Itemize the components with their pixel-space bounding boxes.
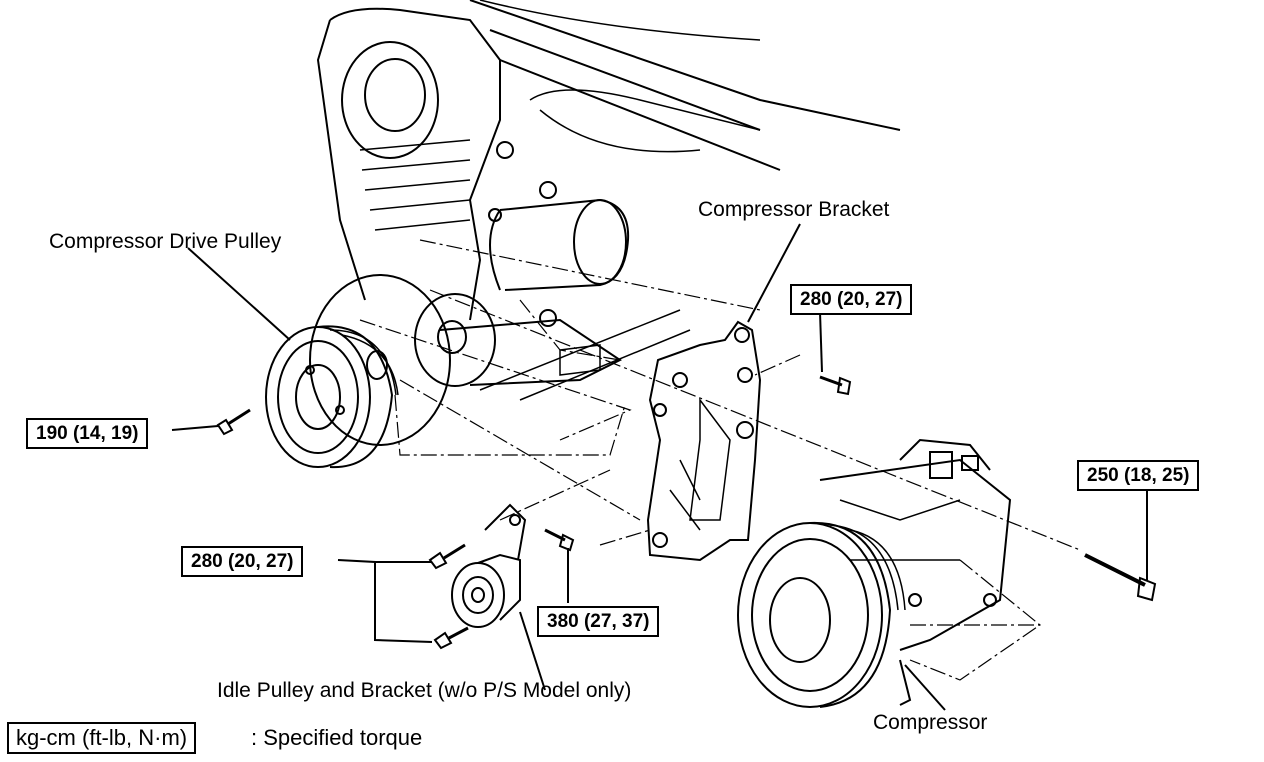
idle-pulley [451, 503, 527, 628]
drive-pulley-label: Compressor Drive Pulley [49, 230, 282, 253]
leader-lines [171, 223, 1148, 711]
torque-compressor-bolt: 250 (18, 25) [1077, 460, 1200, 491]
compressor-bracket [646, 320, 762, 562]
bracket-bolt [819, 375, 852, 396]
torque-idle-bracket-bolts: 280 (20, 27) [181, 546, 304, 577]
pulley-bolt [216, 408, 251, 436]
legend-unit-box: kg-cm (ft-lb, N·m) [7, 722, 197, 754]
torque-drive-pulley-bolt: 190 (14, 19) [26, 418, 149, 449]
compressor-bolt [1084, 553, 1157, 602]
compressor [737, 438, 1012, 708]
bracket-label: Compressor Bracket [698, 198, 890, 221]
idle-bolts [428, 528, 575, 650]
torque-idle-pulley-bolt: 380 (27, 37) [537, 606, 660, 637]
compressor-label: Compressor [873, 711, 988, 734]
engine-block [309, 0, 901, 446]
compressor-drive-pulley [265, 325, 399, 469]
torque-bracket-bolt: 280 (20, 27) [790, 284, 913, 315]
alignment-lines [359, 239, 1081, 681]
legend-description: : Specified torque [251, 725, 423, 750]
idle-pulley-label: Idle Pulley and Bracket (w/o P/S Model o… [217, 679, 632, 702]
